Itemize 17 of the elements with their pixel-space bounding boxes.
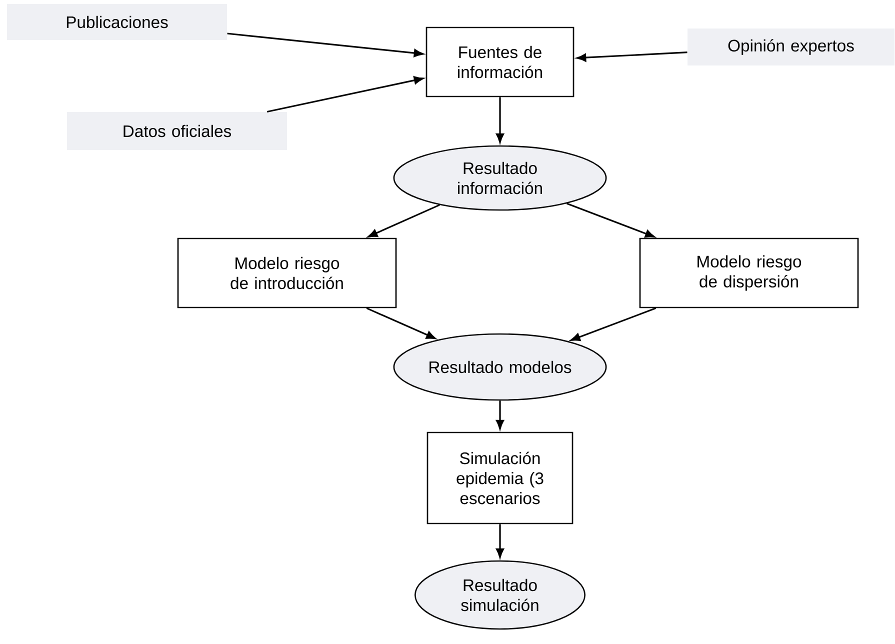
process-box: Modelo riesgo de dispersión [639,238,859,308]
arrow [266,76,424,113]
arrow [570,307,656,342]
source-label: Datos oficiales [67,112,287,150]
arrow [496,524,504,558]
source-label: Opinión expertos [688,28,894,66]
arrow [368,204,440,238]
arrow [227,32,424,58]
arrow [566,202,655,238]
arrow [496,97,504,143]
arrow [496,400,504,430]
process-box: Modelo riesgo de introducción [177,238,397,308]
process-box: Fuentes de información [426,26,574,98]
process-box: Simulación epidemia (3 escenarios [426,432,574,524]
arrow [366,307,436,340]
arrow [576,52,688,62]
source-label: Publicaciones [7,4,227,40]
